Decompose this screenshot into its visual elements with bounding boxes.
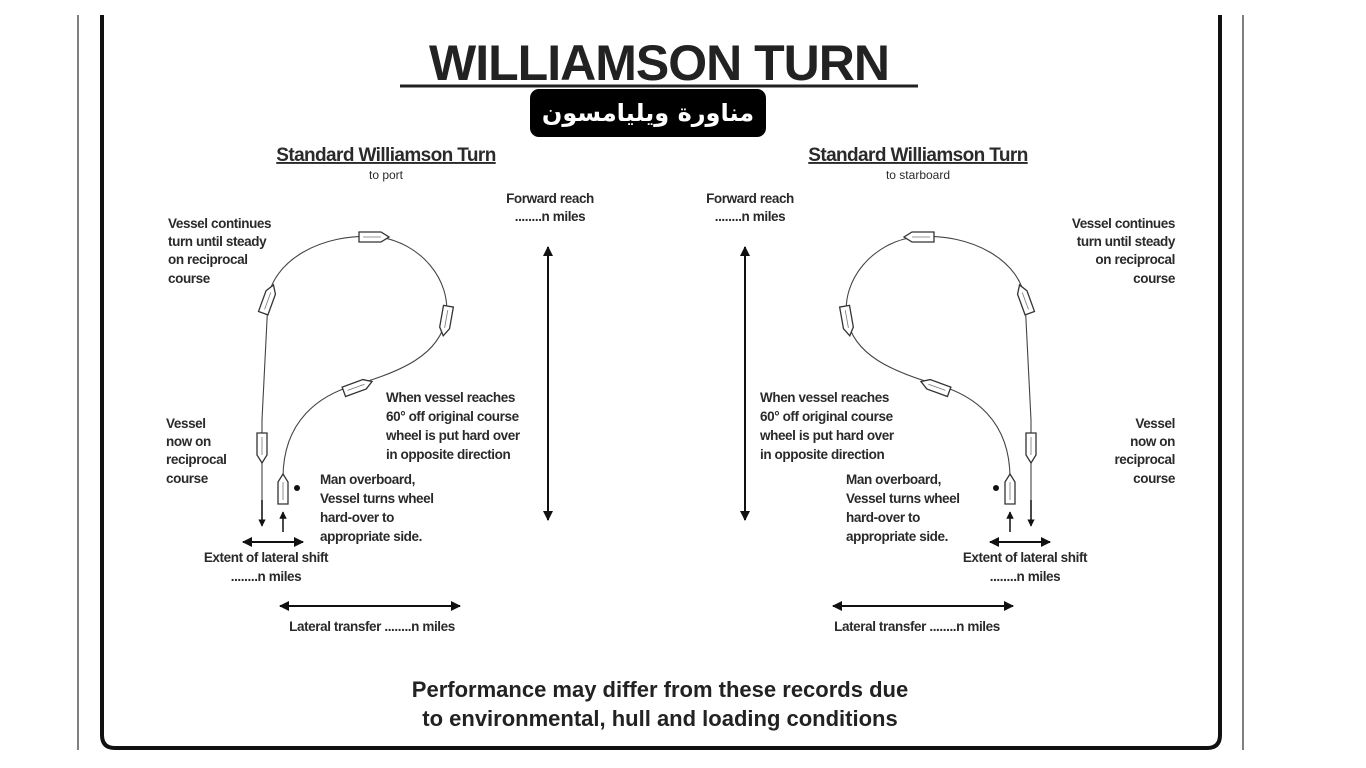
starboard-subheading: to starboard bbox=[886, 168, 950, 182]
port-heading: Standard Williamson Turn bbox=[276, 145, 495, 166]
arabic-title-badge: مناورة ويليامسون bbox=[530, 89, 766, 137]
frame-border bbox=[100, 15, 1222, 750]
page-title: WILLIAMSON TURN bbox=[429, 35, 889, 91]
performance-note: Performance may differ from these record… bbox=[412, 677, 908, 731]
port-subheading: to port bbox=[369, 168, 404, 182]
port-lateral-transfer-label: Lateral transfer ........n miles bbox=[289, 619, 455, 634]
starboard-heading: Standard Williamson Turn bbox=[808, 145, 1027, 166]
port-forward-reach-label: Forward reach........n miles bbox=[506, 191, 594, 224]
starboard-lateral-transfer-label: Lateral transfer ........n miles bbox=[834, 619, 1000, 634]
port-lateral-shift-label: Extent of lateral shift........n miles bbox=[204, 550, 329, 584]
starboard-forward-reach-label: Forward reach........n miles bbox=[706, 191, 794, 224]
starboard-lateral-shift-label: Extent of lateral shift........n miles bbox=[963, 550, 1088, 584]
